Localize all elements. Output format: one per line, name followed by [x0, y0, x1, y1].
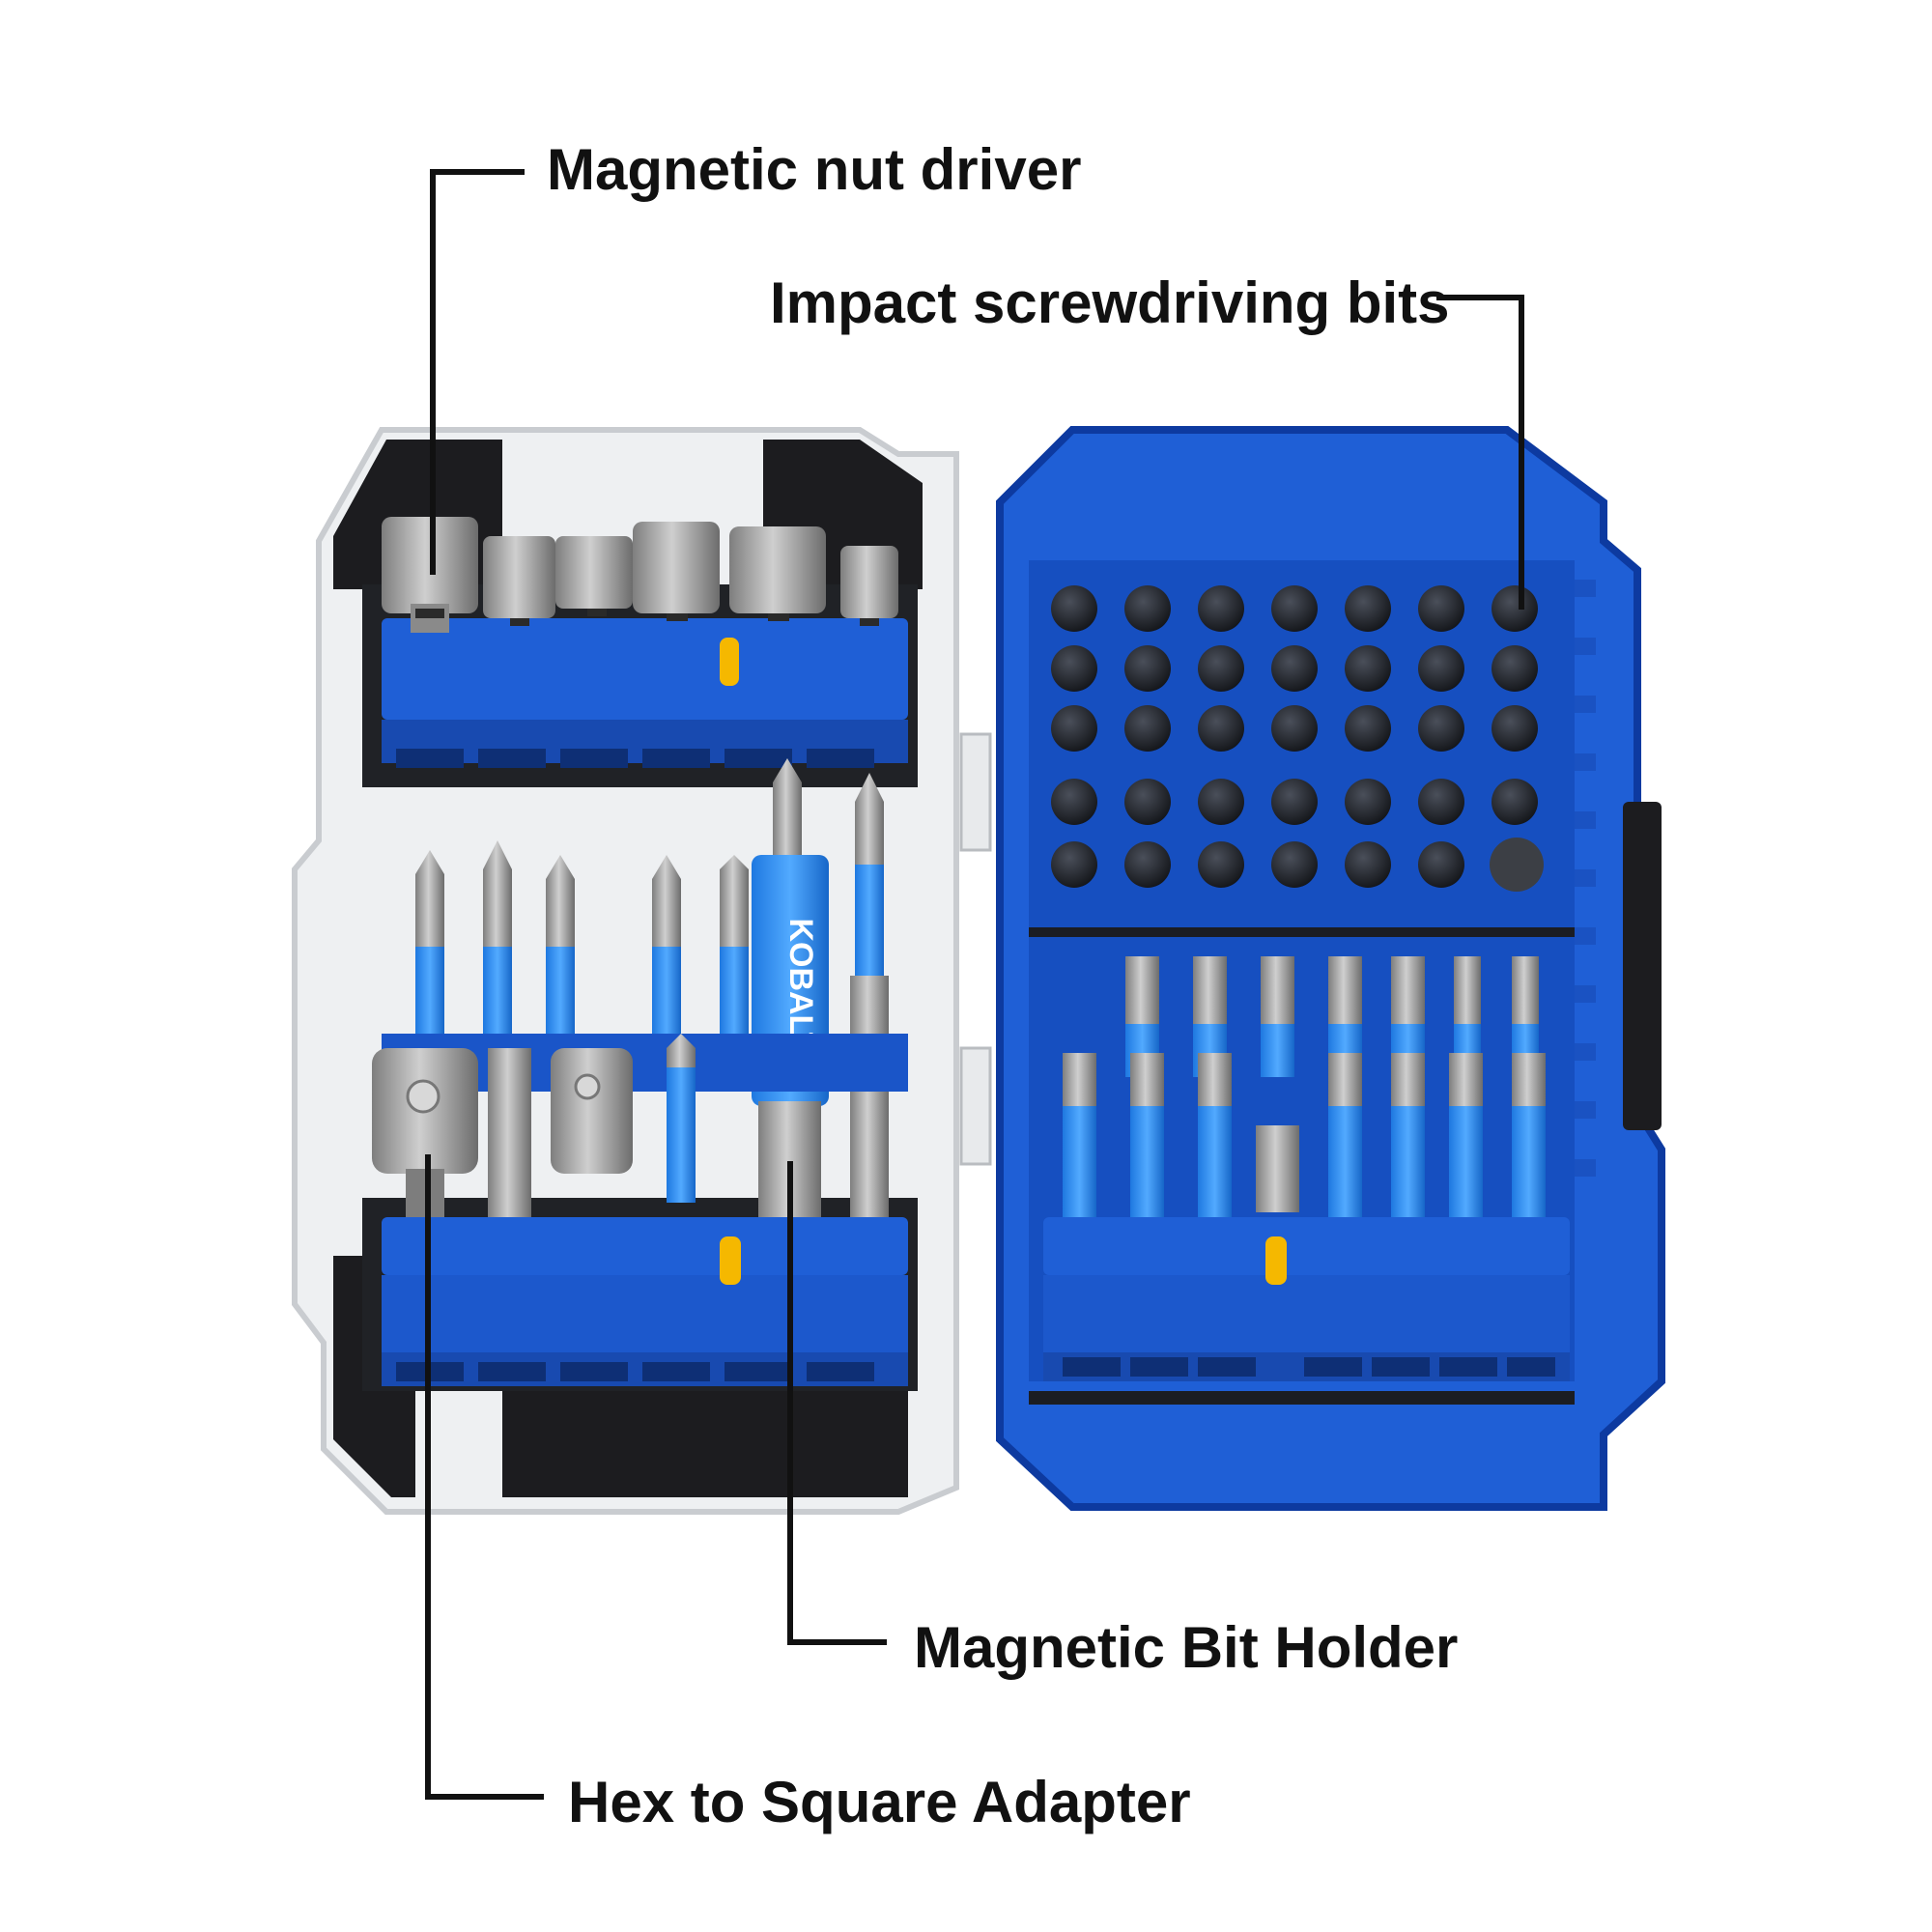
nut-driver-leader [430, 169, 525, 575]
screwdriver-bits-right [1029, 927, 1575, 1405]
callout-magnetic-nut-driver: Magnetic nut driver [547, 137, 1082, 202]
adapter-leader [425, 1154, 544, 1800]
lower-left-rack [382, 1034, 908, 1386]
nut-driver-rack [382, 618, 908, 768]
callout-impact-screwdriving-bits: Impact screwdriving bits [770, 270, 1450, 335]
holder-brand-text: KOBALT [782, 918, 819, 1052]
hex-square-adapters [372, 1034, 696, 1217]
callout-hex-to-square-adapter: Hex to Square Adapter [568, 1770, 1191, 1834]
leader-lines [425, 169, 1524, 1800]
magnetic-nut-drivers [382, 517, 898, 633]
callout-magnetic-bit-holder: Magnetic Bit Holder [914, 1615, 1459, 1680]
impact-bits-leader [1436, 295, 1524, 610]
bit-holder-leader [787, 1161, 887, 1645]
impact-bit-grid [1051, 585, 1544, 892]
